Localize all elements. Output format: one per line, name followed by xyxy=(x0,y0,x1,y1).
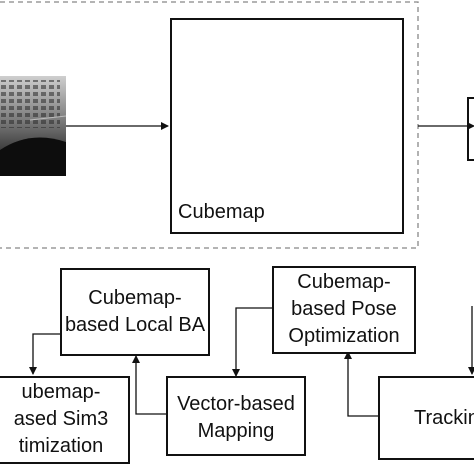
cubemap-box xyxy=(170,18,404,234)
cubemap-pose-label-3: Optimization xyxy=(288,325,400,347)
vector-mapping-label-2: Mapping xyxy=(197,420,275,442)
arrow-tracking-to-pose xyxy=(344,351,378,417)
tracking-label: Trackin xyxy=(414,407,474,429)
cubemap-label: Cubemap xyxy=(178,201,265,223)
cubemap-local-ba-box xyxy=(60,268,210,356)
right-partial-box xyxy=(467,97,474,161)
cubemap-sim3-label-2: ased Sim3 xyxy=(13,408,109,430)
arrow-mapping-to-localba xyxy=(132,355,166,415)
vector-mapping-box xyxy=(166,376,306,456)
dashed-group-frame xyxy=(0,1,419,249)
arrow-localba-to-sim3 xyxy=(29,333,60,375)
vector-mapping-label-1: Vector-based xyxy=(177,393,295,415)
cubemap-sim3-label-1: ubemap- xyxy=(21,381,101,403)
cubemap-pose-label-1: Cubemap- xyxy=(297,271,391,293)
cubemap-local-ba-label-1: Cubemap- xyxy=(88,287,182,309)
cubemap-pose-label-2: based Pose xyxy=(291,298,397,320)
cubemap-local-ba-label-2: based Local BA xyxy=(64,314,206,336)
cubemap-sim3-label-3: timization xyxy=(18,435,104,457)
tracking-box xyxy=(378,376,474,460)
arrow-pose-to-mapping xyxy=(232,307,272,377)
cubemap-sim3-box xyxy=(0,376,130,464)
fisheye-image xyxy=(0,76,67,176)
cubemap-pose-optimization-box xyxy=(272,266,416,354)
